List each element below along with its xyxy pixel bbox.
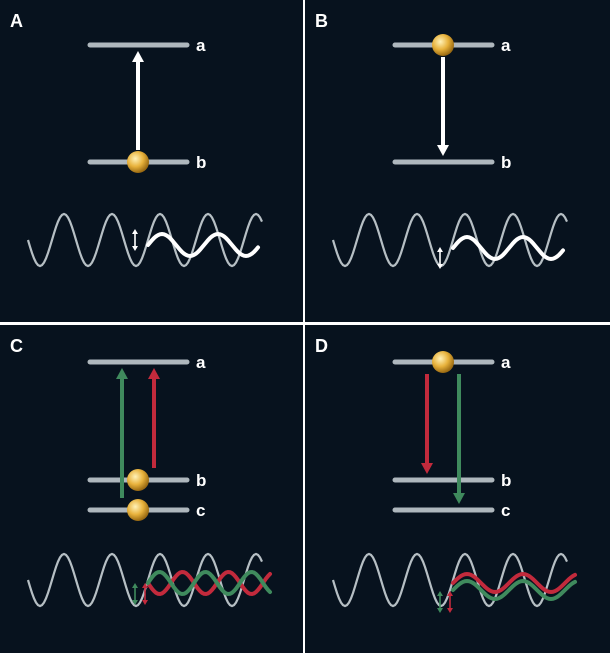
energy-level-label-a: a [196, 36, 206, 55]
panel-c: Ca bc [0, 325, 303, 653]
atom-on-level-a [432, 351, 454, 373]
dipole-oscillation-arrow-red [447, 591, 453, 613]
dipole-oscillation-arrow-green-head-up [132, 583, 138, 588]
dipole-oscillation-arrow-green [132, 583, 138, 605]
energy-level-label-b: b [501, 471, 511, 490]
energy-level-label-a: a [501, 353, 511, 372]
dipole-wave-red [146, 569, 272, 597]
transition-arrow-b-a-head [132, 51, 144, 62]
atom-on-level-b [127, 151, 149, 173]
dipole-oscillation-arrow-red [142, 583, 148, 605]
dipole-oscillation-arrow-head-up [437, 247, 443, 252]
panel-b: Ba b [305, 0, 610, 322]
panel-d: Da bc [305, 325, 610, 653]
dipole-oscillation-arrow-green-head-down [437, 608, 443, 613]
energy-level-label-c: c [501, 501, 510, 520]
transition-arrow-a-c-head [453, 493, 465, 504]
transition-arrow-b-a [148, 368, 160, 468]
energy-level-label-b: b [196, 153, 206, 172]
energy-level-label-b: b [501, 153, 511, 172]
transition-arrow-a-c [453, 374, 465, 504]
transition-arrow-a-b-head [421, 463, 433, 474]
dipole-oscillation-arrow [132, 229, 138, 251]
dipole-oscillation-arrow-green-head-up [437, 591, 443, 596]
transition-arrow-a-b-head [437, 145, 449, 156]
dipole-oscillation-arrow [437, 247, 443, 269]
dipole-wave-green [451, 578, 577, 602]
dipole-oscillation-arrow-head-down [437, 264, 443, 269]
transition-arrow-c-a-head [116, 368, 128, 379]
dipole-oscillation-arrow-red-head-down [142, 600, 148, 605]
dipole-oscillation-arrow-red-head-up [447, 591, 453, 596]
dipole-wave-green [146, 569, 272, 597]
atom-on-level-b [127, 469, 149, 491]
incident-light-wave [26, 212, 263, 268]
panel-letter: C [10, 336, 23, 356]
energy-level-label-c: c [196, 501, 205, 520]
panel-letter: B [315, 11, 328, 31]
atom-on-level-c [127, 499, 149, 521]
panel-letter: D [315, 336, 328, 356]
atomic-dipole-wave [146, 231, 260, 259]
transition-arrow-b-a-head [148, 368, 160, 379]
transition-arrow-a-b [437, 57, 449, 156]
energy-level-label-b: b [196, 471, 206, 490]
dipole-oscillation-arrow-head-up [132, 229, 138, 234]
incident-light-wave [331, 212, 568, 268]
dipole-oscillation-arrow-green-head-down [132, 600, 138, 605]
dipole-oscillation-arrow-red-head-up [142, 583, 148, 588]
energy-level-label-a: a [196, 353, 206, 372]
dipole-oscillation-arrow-green [437, 591, 443, 613]
atomic-dipole-wave [451, 234, 565, 262]
atom-on-level-a [432, 34, 454, 56]
dipole-oscillation-arrow-red-head-down [447, 608, 453, 613]
transition-arrow-a-b [421, 374, 433, 474]
transition-arrow-c-a [116, 368, 128, 498]
dipole-wave-red [451, 571, 577, 595]
incident-light-wave [331, 552, 568, 608]
dipole-oscillation-arrow-head-down [132, 246, 138, 251]
panel-background [0, 325, 303, 653]
transition-arrow-b-a [132, 51, 144, 150]
energy-level-label-a: a [501, 36, 511, 55]
panel-letter: A [10, 11, 23, 31]
panel-a: Aa b [0, 0, 303, 322]
